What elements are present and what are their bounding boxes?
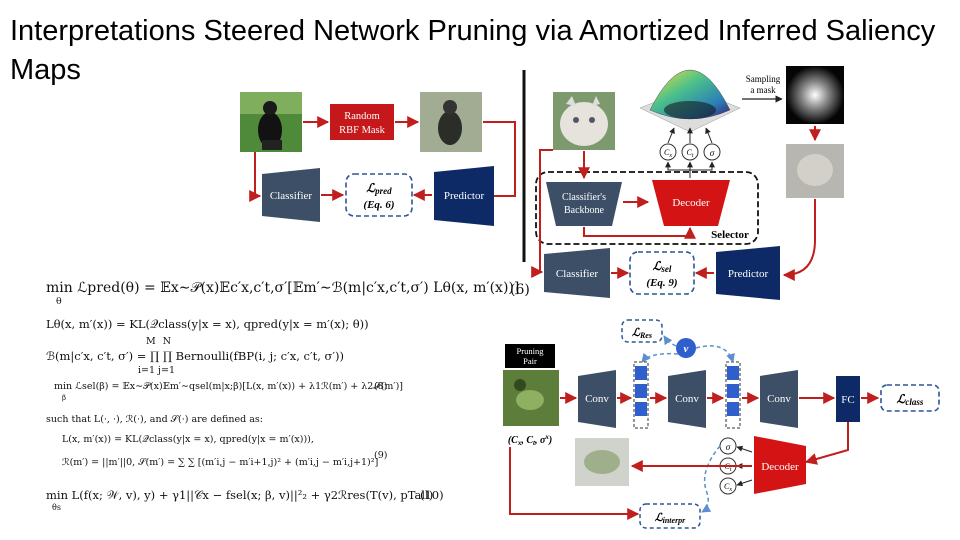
param-sigma-label-bottom: σ <box>726 442 731 452</box>
mask-box-line1: Random <box>344 111 380 122</box>
sel-loss-box <box>629 251 695 295</box>
top-left-diagram: Random RBF Mask Classifier ℒpred (Eq. 6)… <box>240 92 516 226</box>
class-loss-label: ℒclass <box>897 392 924 407</box>
classifier-block-top-right <box>544 248 610 298</box>
equation-r-s-number: (9) <box>374 450 388 461</box>
classifier-label-top-left: Classifier <box>270 190 312 202</box>
sampling-line2: a mask <box>750 85 776 95</box>
res-loss-label: ℒRes <box>632 327 652 340</box>
predictor-label-top-left: Predictor <box>444 190 485 202</box>
equation-9: min ℒsel(β) = 𝔼x∼𝒫(x)𝔼m′∼qsel(m|x;β)[L(x… <box>54 381 403 392</box>
slide-title: Interpretations Steered Network Pruning … <box>10 15 936 86</box>
pred-loss-label: ℒpred <box>366 181 392 196</box>
conv-block-2 <box>668 370 706 428</box>
sampling-line1: Sampling <box>746 74 781 84</box>
interpr-loss-box <box>639 503 701 529</box>
backbone-block <box>546 182 622 226</box>
sel-loss-ref: (Eq. 9) <box>646 277 677 289</box>
equation-9-sub: β <box>62 394 67 402</box>
fc-label: FC <box>841 394 854 406</box>
equation-10-sub: θs <box>52 503 61 512</box>
param-ct-circle <box>681 143 699 161</box>
conv-label-3: Conv <box>767 393 791 405</box>
pruning-pair-box <box>505 344 555 368</box>
predictor-block-top-right <box>716 246 780 300</box>
equation-6-number: (6) <box>510 282 530 298</box>
top-right-diagram: Sampling a mask Cx Ct σ Selector Classif… <box>531 66 844 300</box>
decoder-label-top: Decoder <box>672 197 710 209</box>
conv-block-1 <box>578 370 616 428</box>
equation-8-upper-limits: M N <box>146 336 174 347</box>
pruning-pair-line2: Pair <box>523 356 537 366</box>
equation-6-sub: θ <box>56 296 62 307</box>
equation-8-lower-limits: i=1 j=1 <box>138 365 176 376</box>
classifier-label-top-right: Classifier <box>556 268 598 280</box>
param-cx-label-bottom: Cx <box>724 482 732 493</box>
equation-r-s-def: ℛ(m′) = ||m′||0, 𝒮(m′) = ∑ ∑ [(m′i,j − m… <box>62 457 379 468</box>
mask-box-line2: RBF Mask <box>339 125 386 136</box>
fc-block <box>836 376 860 422</box>
interpr-loss-label: ℒinterpr <box>655 512 686 525</box>
param-sigma-circle <box>703 143 721 161</box>
conv-label-2: Conv <box>675 393 699 405</box>
selector-box <box>535 171 759 245</box>
random-rbf-mask-box <box>330 104 394 140</box>
input-image-dog <box>240 92 302 152</box>
param-cx-label: Cx <box>664 148 672 159</box>
equation-10: min L(f(x; 𝒲, v), y) + γ1||𝒞x − fsel(x; … <box>46 488 434 502</box>
equation-6: min ℒpred(θ) = 𝔼x∼𝒫(x)𝔼c′x,c′t,σ′[𝔼m′∼ℬ(… <box>46 280 520 296</box>
channel-mask-strip-1 <box>633 361 649 429</box>
equation-10-number: (10) <box>420 488 444 502</box>
input-image-cat <box>553 92 615 150</box>
equation-l-def: L(x, m′(x)) = KL(𝒬class(y|x = x), qpred(… <box>62 434 314 445</box>
pruning-pair-image <box>503 370 559 426</box>
predictor-block-top-left <box>434 166 494 226</box>
v-label: v <box>684 343 689 355</box>
decoder-label-bottom: Decoder <box>761 461 799 473</box>
conv-block-3 <box>760 370 798 428</box>
backbone-line2: Backbone <box>564 205 605 216</box>
masked-image-dog <box>420 92 482 152</box>
defined-as-text: such that L(·, ·), ℛ(·), and 𝒮(·) are de… <box>46 414 263 425</box>
param-ct-label: Ct <box>686 148 693 159</box>
gaussian-surface-plot <box>639 69 741 133</box>
pred-loss-ref: (Eq. 6) <box>363 199 394 211</box>
pred-loss-box <box>345 173 413 217</box>
v-node <box>676 338 696 358</box>
conv-label-1: Conv <box>585 393 609 405</box>
bottom-diagram: Pruning Pair (Cx, Ct, σx) Conv Conv Conv… <box>503 319 940 529</box>
class-loss-box <box>880 384 940 412</box>
param-sigma-label: σ <box>710 148 715 158</box>
pruning-pair-params: (Cx, Ct, σx) <box>508 433 552 447</box>
pruning-pair-line1: Pruning <box>517 346 545 356</box>
equation-8: ℬ(m|c′x, c′t, σ′) = ∏ ∏ Bernoulli(fBP(i,… <box>46 349 344 363</box>
decoder-block-top <box>652 180 730 226</box>
equation-9-number: (8) <box>374 381 388 392</box>
backbone-line1: Classifier's <box>562 192 606 203</box>
selector-label: Selector <box>711 229 749 241</box>
classifier-block-top-left <box>262 168 320 222</box>
param-cx-circle <box>659 143 677 161</box>
decoder-block-bottom <box>754 436 806 494</box>
predictor-label-top-right: Predictor <box>728 268 769 280</box>
param-ct-label-bottom: Ct <box>724 462 731 473</box>
sel-loss-label: ℒsel <box>653 259 672 274</box>
param-cx-circle-bottom <box>719 477 737 495</box>
sampled-mask-image <box>786 66 844 124</box>
masked-image-cat <box>786 144 844 198</box>
equation-7: Lθ(x, m′(x)) = KL(𝒬class(y|x = x), qpred… <box>46 317 369 331</box>
saliency-output-image <box>575 438 629 486</box>
res-loss-box <box>621 319 663 343</box>
